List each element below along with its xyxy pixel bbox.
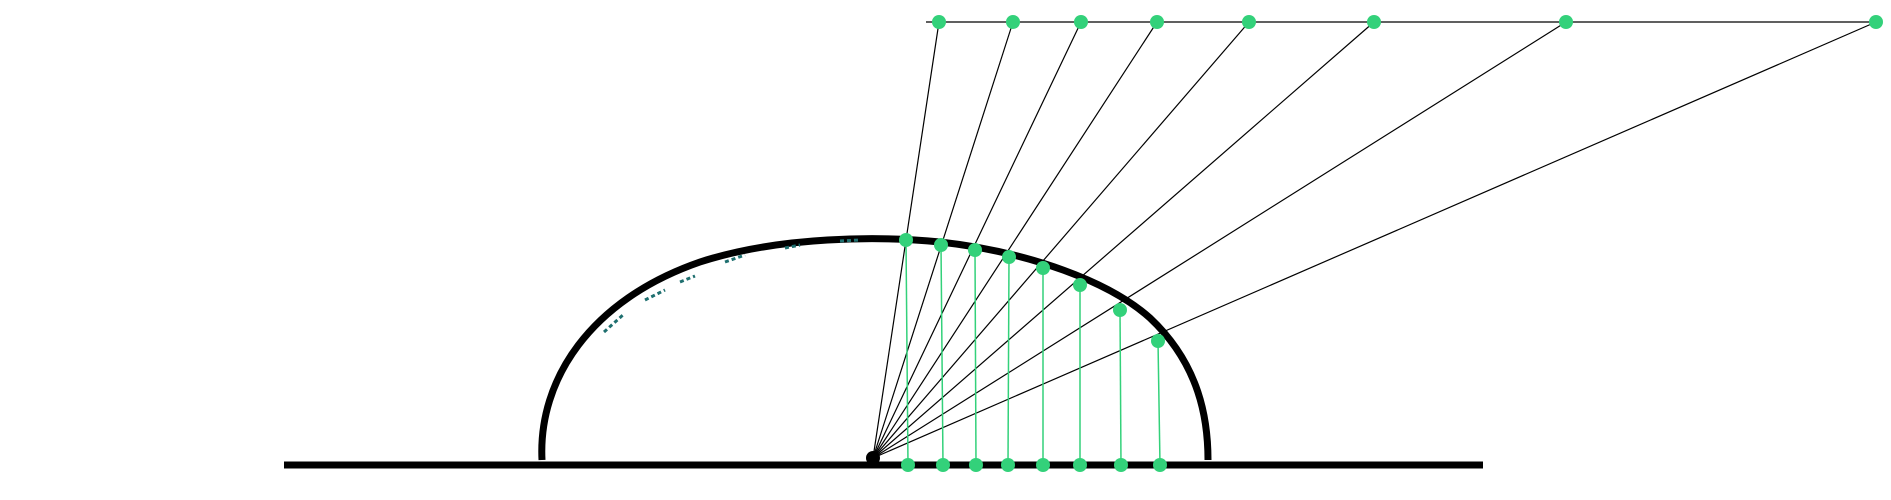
top-marker-4 bbox=[1242, 15, 1256, 29]
shapes-group bbox=[284, 21, 1880, 469]
dome-dash-accent-3 bbox=[724, 253, 746, 264]
dome-marker-5 bbox=[1073, 278, 1087, 292]
markers-group bbox=[866, 15, 1883, 472]
dome-marker-3 bbox=[1002, 250, 1016, 264]
projection-line-7 bbox=[872, 21, 1877, 459]
dome-dash-accent-0 bbox=[602, 312, 626, 334]
top-marker-0 bbox=[932, 15, 946, 29]
base-marker-4 bbox=[1036, 458, 1050, 472]
dome-marker-4 bbox=[1036, 261, 1050, 275]
base-marker-7 bbox=[1153, 458, 1167, 472]
vertical-drops-group bbox=[905, 239, 1161, 466]
projection-line-4 bbox=[872, 21, 1250, 459]
vertical-drop-1 bbox=[940, 244, 944, 466]
projection-line-5 bbox=[872, 21, 1375, 459]
dome-dash-accent-2 bbox=[679, 274, 696, 284]
top-marker-6 bbox=[1559, 15, 1573, 29]
projection-lines-group bbox=[872, 21, 1877, 459]
base-marker-1 bbox=[936, 458, 950, 472]
dome-marker-1 bbox=[934, 238, 948, 252]
projection-line-3 bbox=[872, 21, 1158, 459]
base-marker-0 bbox=[901, 458, 915, 472]
dome-dash-accent-5 bbox=[839, 238, 861, 243]
vertical-drop-2 bbox=[974, 249, 977, 466]
base-marker-3 bbox=[1001, 458, 1015, 472]
dome-marker-2 bbox=[968, 243, 982, 257]
top-marker-5 bbox=[1367, 15, 1381, 29]
dome-dash-accent-4 bbox=[784, 243, 801, 250]
vertical-drop-7 bbox=[1157, 340, 1161, 466]
vertical-drop-0 bbox=[905, 239, 909, 466]
dome-marker-6 bbox=[1113, 303, 1127, 317]
vertical-drop-6 bbox=[1119, 309, 1122, 466]
base-marker-6 bbox=[1114, 458, 1128, 472]
base-marker-2 bbox=[969, 458, 983, 472]
origin-point bbox=[866, 451, 880, 465]
top-marker-7 bbox=[1869, 15, 1883, 29]
vertical-drop-3 bbox=[1007, 256, 1010, 466]
top-marker-1 bbox=[1006, 15, 1020, 29]
dome-dash-accent-1 bbox=[644, 288, 666, 302]
dome-outline bbox=[538, 235, 1212, 461]
top-marker-2 bbox=[1074, 15, 1088, 29]
projection-line-6 bbox=[872, 21, 1567, 459]
top-marker-3 bbox=[1150, 15, 1164, 29]
dome-marker-0 bbox=[899, 233, 913, 247]
dome-marker-7 bbox=[1151, 334, 1165, 348]
base-marker-5 bbox=[1073, 458, 1087, 472]
